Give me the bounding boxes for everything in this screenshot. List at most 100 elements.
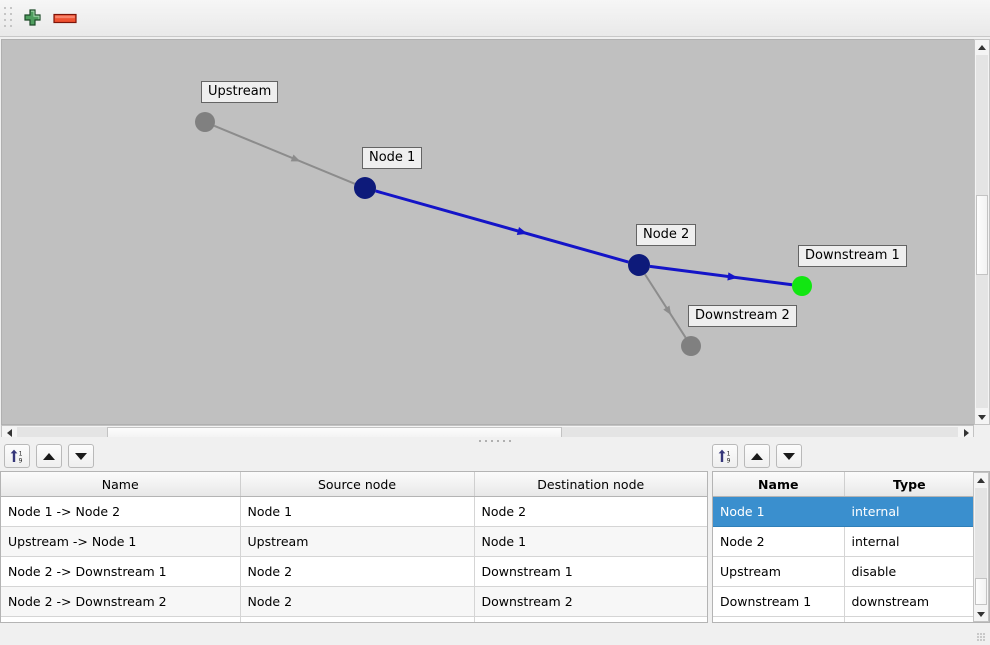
edge-source: Upstream [240, 526, 475, 557]
graph-node-downstream1[interactable] [792, 276, 812, 296]
chevron-up-icon [977, 477, 985, 483]
nodes-move-down-button[interactable] [776, 444, 802, 468]
edge-destination: Node 1 [474, 526, 707, 557]
graph-node-label-upstream[interactable]: Upstream [201, 81, 279, 103]
graph-edge-arrow-upstream-node1 [290, 154, 301, 162]
sort-ascending-icon: 1 9 [718, 449, 731, 464]
edge-destination: Node 2 [474, 496, 707, 527]
edge-source: Node 2 [240, 556, 475, 587]
node-name: Node 2 [713, 526, 845, 557]
nodes-scroll-down-button[interactable] [974, 607, 988, 621]
edges-grid: Name Source node Destination node Node 1… [1, 472, 707, 622]
add-button[interactable] [17, 4, 47, 32]
chevron-right-icon [963, 429, 969, 437]
graph-edge-arrow-node2-downstream2 [663, 305, 672, 316]
graph-edge-arrow-node1-node2 [516, 226, 528, 235]
graph-edge-node2-downstream1[interactable] [649, 264, 793, 287]
graph-drawing [195, 112, 812, 356]
add-icon [23, 8, 41, 26]
chevron-left-icon [6, 429, 12, 437]
edges-toolbar: 1 9 [4, 443, 94, 469]
chevron-down-icon [977, 611, 985, 617]
edge-source: Node 1 [240, 496, 475, 527]
nodes-scroll-up-button[interactable] [974, 473, 988, 487]
edges-table[interactable]: Name Source node Destination node Node 1… [0, 471, 708, 623]
filler-cell [1, 616, 241, 622]
edge-name: Node 2 -> Downstream 1 [1, 556, 241, 587]
graph-node-node2[interactable] [628, 254, 650, 276]
svg-text:1: 1 [727, 450, 731, 457]
graph-scroll-up-button[interactable] [975, 40, 989, 54]
graph-node-upstream[interactable] [195, 112, 215, 132]
edge-destination: Downstream 2 [474, 586, 707, 617]
nodes-toolbar: 1 9 [712, 443, 802, 469]
table-filler-row [713, 616, 974, 622]
move-down-icon [75, 452, 87, 460]
chevron-down-icon [978, 414, 986, 420]
svg-text:1: 1 [19, 450, 23, 457]
move-down-icon [783, 452, 795, 460]
nodes-col-name[interactable]: Name [713, 472, 845, 497]
edges-col-destination[interactable]: Destination node [474, 472, 707, 497]
remove-icon [53, 13, 77, 24]
graph-node-downstream2[interactable] [681, 336, 701, 356]
edge-name: Node 1 -> Node 2 [1, 496, 241, 527]
graph-edge-upstream-node1[interactable] [213, 124, 356, 185]
graph-scroll-down-button[interactable] [975, 410, 989, 424]
nodes-vscroll-thumb[interactable] [975, 578, 987, 605]
edges-sort-button[interactable]: 1 9 [4, 444, 30, 468]
toolbar-grip[interactable] [3, 7, 14, 29]
filler-cell [844, 616, 974, 622]
graph-scroll-left-button[interactable] [2, 426, 16, 440]
nodes-col-type[interactable]: Type [844, 472, 974, 497]
graph-vertical-scrollbar[interactable] [974, 39, 990, 425]
sort-ascending-icon: 1 9 [10, 449, 23, 464]
table-filler-row [1, 616, 707, 622]
graph-hscroll-track-left[interactable] [17, 427, 107, 439]
filler-cell [240, 616, 475, 622]
nodes-sort-button[interactable]: 1 9 [712, 444, 738, 468]
edges-move-up-button[interactable] [36, 444, 62, 468]
nodes-vertical-scrollbar[interactable] [973, 472, 989, 622]
main-toolbar [0, 0, 990, 37]
nodes-move-up-button[interactable] [744, 444, 770, 468]
remove-button[interactable] [50, 4, 80, 32]
resize-grip[interactable] [977, 633, 987, 643]
node-type: internal [844, 496, 974, 527]
graph-vscroll-track-bottom[interactable] [976, 275, 988, 408]
graph-node-node1[interactable] [354, 177, 376, 199]
nodes-vscroll-track-top[interactable] [975, 488, 987, 578]
graph-scroll-right-button[interactable] [959, 426, 973, 440]
node-name: Node 1 [713, 496, 845, 527]
filler-cell [474, 616, 707, 622]
filler-cell [713, 616, 845, 622]
graph-node-label-downstream2[interactable]: Downstream 2 [688, 305, 797, 327]
panel-splitter[interactable] [0, 437, 990, 445]
move-up-icon [43, 452, 55, 460]
edges-move-down-button[interactable] [68, 444, 94, 468]
graph-node-label-node1[interactable]: Node 1 [362, 147, 423, 169]
edges-col-name[interactable]: Name [1, 472, 241, 497]
graph-vscroll-thumb[interactable] [976, 195, 988, 275]
edge-destination: Downstream 1 [474, 556, 707, 587]
node-type: internal [844, 526, 974, 557]
graph-hscroll-track-right[interactable] [562, 427, 958, 439]
graph-node-label-node2[interactable]: Node 2 [636, 224, 697, 246]
graph-edge-node1-node2[interactable] [375, 189, 629, 264]
graph-vscroll-track-top[interactable] [976, 55, 988, 195]
node-name: Downstream 1 [713, 586, 845, 617]
edges-col-source[interactable]: Source node [240, 472, 475, 497]
graph-node-label-downstream1[interactable]: Downstream 1 [798, 245, 907, 267]
graph-edge-node2-downstream2[interactable] [644, 273, 687, 339]
